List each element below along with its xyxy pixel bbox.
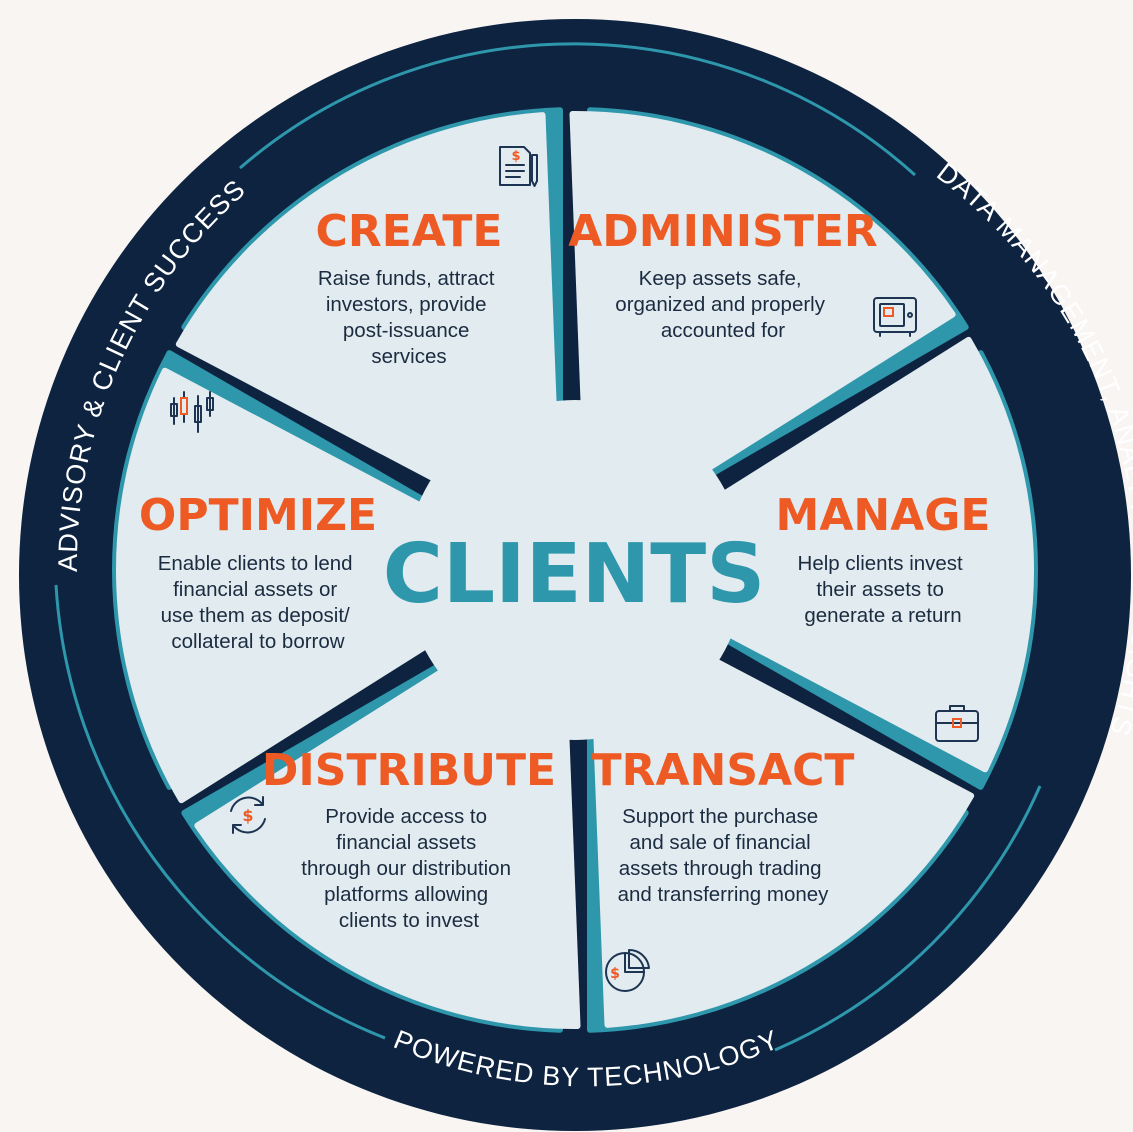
create-description: Raise funds, attract investors, provide … <box>318 267 500 368</box>
distribute-description: Provide access to financial assets throu… <box>301 805 516 932</box>
candlestick-chart-icon <box>170 391 214 433</box>
svg-text:$: $ <box>511 149 520 164</box>
transact-block: TRANSACT Support the purchase and sale o… <box>592 745 855 906</box>
optimize-block: OPTIMIZE Enable clients to lend financia… <box>139 490 377 653</box>
create-block: CREATE Raise funds, attract investors, p… <box>316 206 503 368</box>
create-title: CREATE <box>316 206 503 257</box>
optimize-title: OPTIMIZE <box>139 490 377 541</box>
distribute-title: DISTRIBUTE <box>262 745 556 796</box>
pie-chart-dollar-icon: $ <box>605 948 650 992</box>
manage-block: MANAGE Help clients invest their assets … <box>776 490 991 627</box>
manage-title: MANAGE <box>776 490 991 541</box>
ring-accent-lines <box>54 42 1042 1052</box>
administer-title: ADMINISTER <box>568 206 878 257</box>
distribute-block: DISTRIBUTE Provide access to financial a… <box>262 745 556 932</box>
document-dollar-icon: $ <box>499 146 538 187</box>
dollar-exchange-icon: $ <box>230 796 266 834</box>
briefcase-icon <box>935 705 979 742</box>
optimize-description: Enable clients to lend financial assets … <box>158 552 359 653</box>
transact-description: Support the purchase and sale of financi… <box>618 805 830 906</box>
administer-block: ADMINISTER Keep assets safe, organized a… <box>568 206 878 342</box>
manage-description: Help clients invest their assets to gene… <box>798 552 969 627</box>
administer-description: Keep assets safe, organized and properly… <box>615 267 830 342</box>
center-hub <box>405 400 745 740</box>
svg-text:$: $ <box>610 966 620 982</box>
center-title: CLIENTS <box>383 527 766 622</box>
safe-icon <box>873 297 917 337</box>
transact-title: TRANSACT <box>592 745 855 796</box>
svg-text:$: $ <box>242 806 253 825</box>
